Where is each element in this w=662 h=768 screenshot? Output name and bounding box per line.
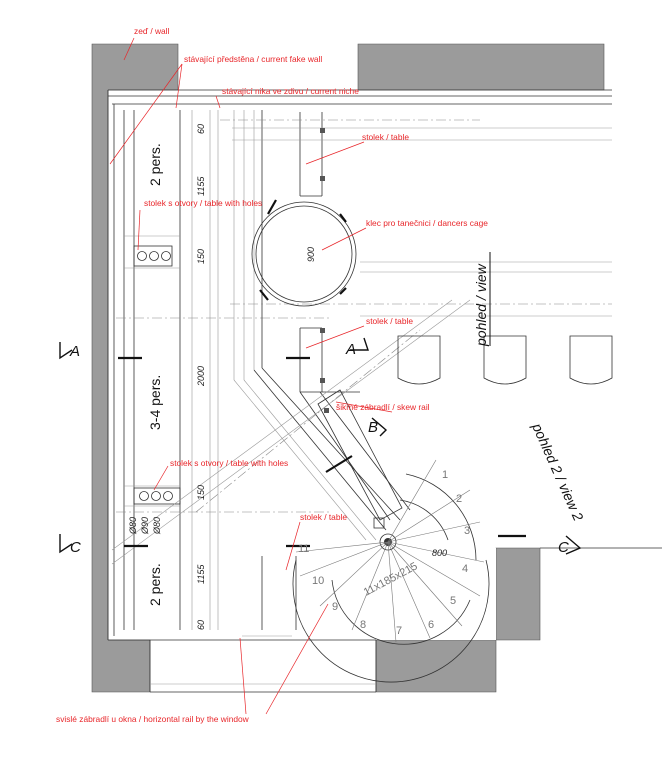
skew-rail-box [118, 356, 526, 548]
bench [116, 110, 330, 630]
label-table-holes-bottom: stolek s otvory / table with holes [170, 458, 288, 468]
step-8: 8 [360, 619, 366, 631]
step-4: 4 [462, 563, 468, 575]
label-wall: zeď / wall [134, 26, 170, 36]
table-with-holes-top [133, 245, 173, 267]
step-7: 7 [396, 625, 402, 637]
section-b: B [368, 419, 378, 436]
label-window-rail: svislé zábradlí u okna / horizontal rail… [56, 714, 250, 724]
step-2: 2 [456, 493, 462, 505]
dim-1155-top: 1155 [196, 176, 206, 196]
dim-2000: 2000 [196, 366, 206, 387]
dim-hole-80a: Ø80 [128, 517, 138, 535]
dim-60-top: 60 [196, 124, 206, 134]
chairs [397, 335, 613, 385]
walls [91, 43, 605, 693]
step-10: 10 [312, 575, 324, 587]
room-outline [107, 89, 662, 693]
label-fake-wall: stávající předstěna / current fake wall [184, 54, 322, 64]
dim-cage-diameter: 900 [306, 247, 316, 262]
dim-stair-diameter: 800 [432, 548, 447, 558]
section-a-mid: A [345, 341, 356, 358]
dim-1155-bottom: 1155 [196, 564, 206, 584]
leaders [109, 37, 393, 715]
view-1-label: pohled / view [473, 263, 489, 347]
central-structure [111, 110, 612, 565]
step-1: 1 [442, 469, 448, 481]
step-6: 6 [428, 619, 434, 631]
wall-left [91, 43, 179, 693]
spiral-stair [242, 459, 490, 683]
view-2-label: pohled 2 / view 2 [529, 420, 587, 524]
seating-top: 2 pers. [147, 143, 163, 186]
wall-top-right [357, 43, 605, 91]
label-skew-rail: šikmé zábradlí / skew rail [336, 402, 430, 412]
label-dancers-cage: klec pro tanečnici / dancers cage [366, 218, 488, 228]
label-table-holes-top: stolek s otvory / table with holes [144, 198, 262, 208]
table-with-holes-bottom [133, 487, 181, 505]
seating-bottom: 2 pers. [147, 563, 163, 606]
dancers-cage [251, 199, 357, 307]
dim-hole-90: Ø90 [140, 517, 150, 535]
section-markers [59, 337, 582, 555]
step-3: 3 [464, 525, 470, 537]
label-table-bottom: stolek / table [300, 512, 347, 522]
step-5: 5 [450, 595, 456, 607]
seating-middle: 3-4 pers. [147, 375, 163, 430]
section-a-left: A [69, 343, 80, 360]
section-c-right: C [558, 539, 569, 556]
section-c-left: C [70, 539, 81, 556]
label-table-top: stolek / table [362, 132, 409, 142]
label-niche: stávající nika ve zdivu / current niche [222, 86, 359, 96]
step-numbers: 1 2 3 4 5 6 7 8 9 10 11 [298, 469, 470, 637]
label-table-mid: stolek / table [366, 316, 413, 326]
dim-150-bottom: 150 [196, 485, 206, 500]
dim-150-top: 150 [196, 249, 206, 264]
step-11: 11 [298, 543, 309, 555]
step-9: 9 [332, 601, 338, 613]
dim-hole-80b: Ø80 [152, 517, 162, 535]
dim-60-bottom: 60 [196, 620, 206, 630]
